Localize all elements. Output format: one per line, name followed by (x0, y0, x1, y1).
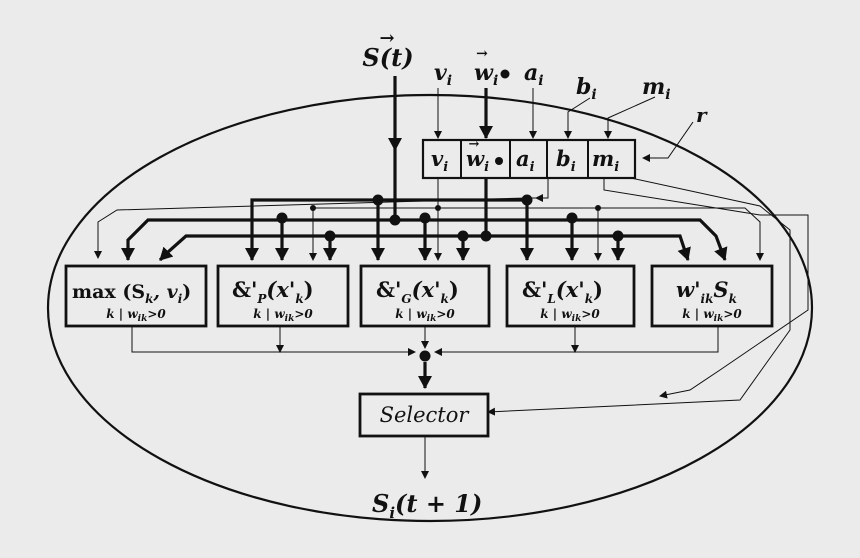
w-input-label: wi (474, 60, 498, 89)
operator-boxes (64, 264, 774, 328)
a-input-label: ai (524, 60, 544, 89)
operator-p-label: &'P(x'k) (232, 277, 314, 306)
signal-input-label: S(t) (362, 43, 413, 72)
register-cell-w: wi (466, 146, 489, 175)
register-cell-m: mi (592, 146, 619, 175)
operator-g-label: &'G(x'k) (376, 277, 459, 306)
v-input-label: vi (434, 60, 452, 89)
output-label: Si(t + 1) (372, 489, 482, 522)
w-input-dot (500, 69, 510, 79)
operator-g-condition: k | wik>0 (395, 307, 455, 324)
m-input-label: mi (642, 74, 671, 103)
operator-l-condition: k | wik>0 (540, 307, 600, 324)
operator-weight-label: w'ikSk (676, 277, 737, 306)
operator-max-label: max (Sk, vi) (72, 281, 191, 306)
operator-max-condition: k | wik>0 (106, 307, 166, 324)
register-w-arrow: → (469, 137, 480, 152)
input-arrows (434, 88, 694, 162)
parameter-register (421, 138, 637, 180)
w-input-arrow: → (476, 46, 488, 62)
selector-label: Selector (380, 403, 471, 427)
operator-p-condition: k | wik>0 (253, 307, 313, 324)
junction-dots (276, 194, 624, 362)
signal-arrow-label: → (379, 28, 394, 49)
selector-box (358, 392, 490, 438)
operator-l-label: &'L(x'k) (522, 277, 603, 306)
register-cell-a: ai (516, 146, 535, 175)
register-cell-b: bi (556, 146, 576, 175)
b-input-label: bi (576, 74, 597, 103)
r-input-label: r (696, 103, 708, 127)
thick-input-arrows (388, 76, 493, 151)
register-cell-v: vi (431, 146, 448, 175)
neuron-boundary (46, 93, 814, 523)
thin-connectors (94, 177, 809, 479)
operator-weight-condition: k | wik>0 (682, 307, 742, 324)
register-w-dot (495, 157, 503, 165)
